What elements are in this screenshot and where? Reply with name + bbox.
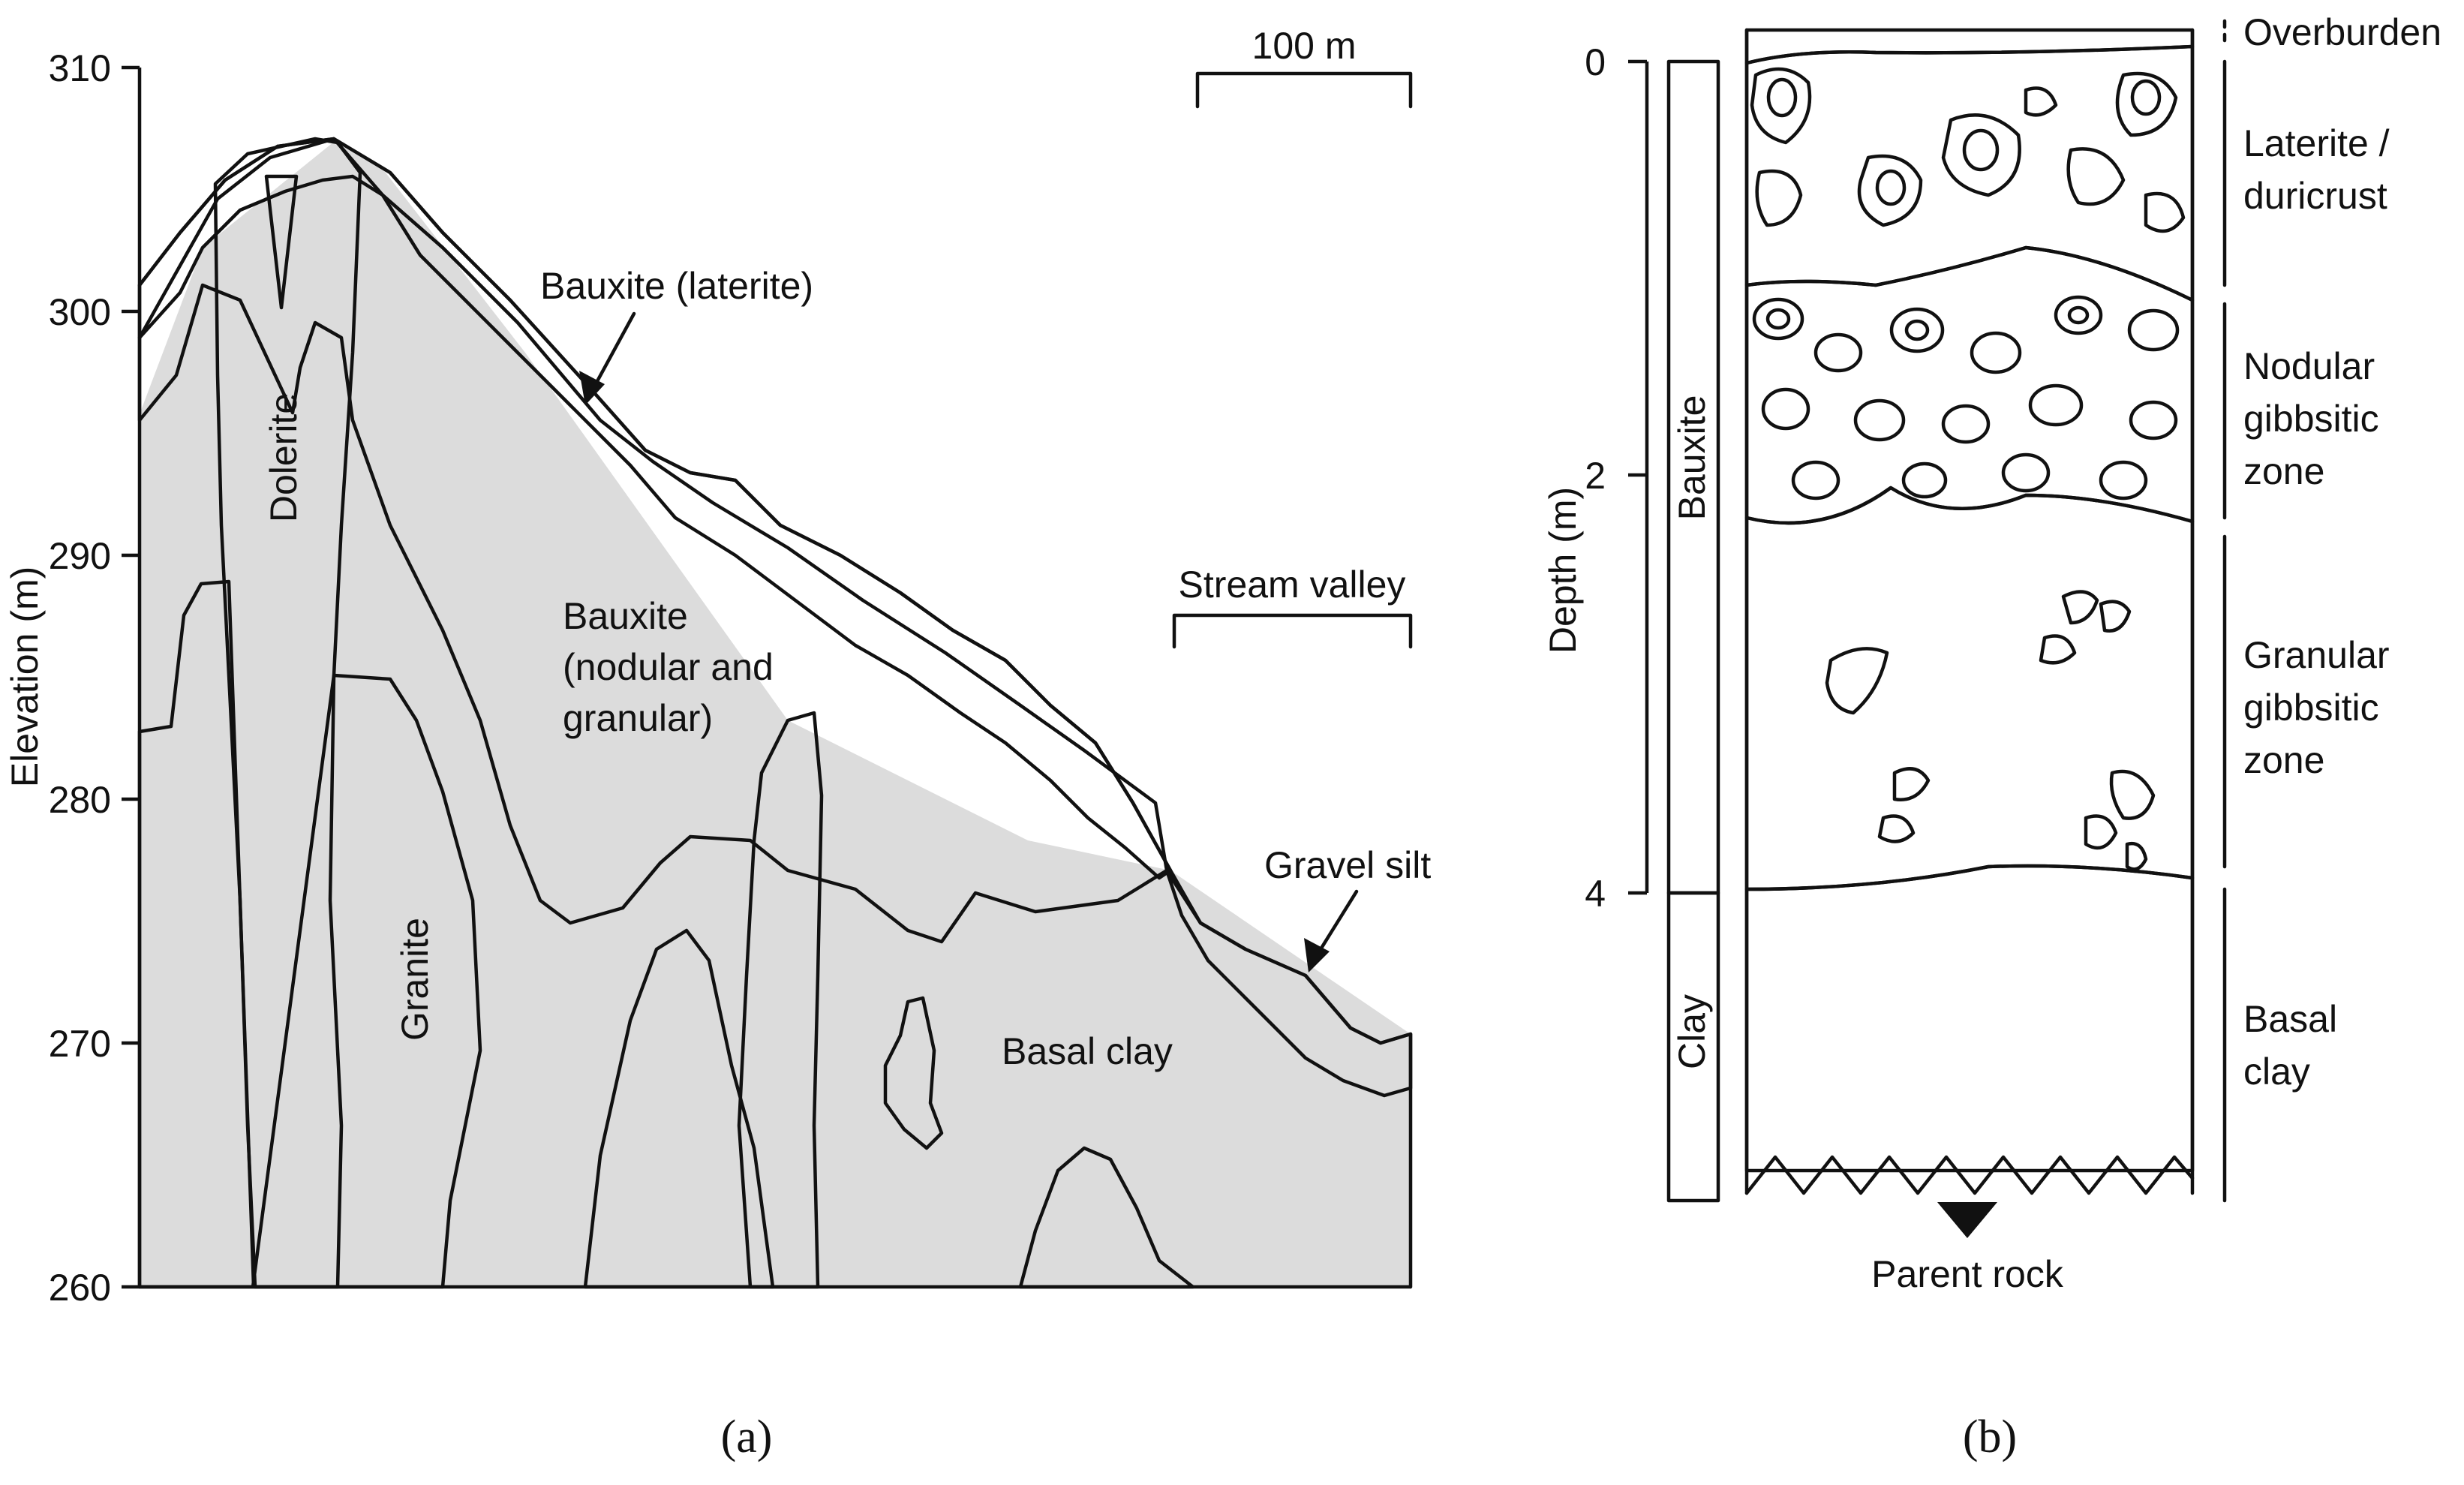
panel-b: 0 2 4 Depth (m) Bauxite Clay bbox=[1542, 11, 2441, 1462]
gravel-silt-label: Gravel silt bbox=[1264, 844, 1431, 886]
overburden-label: Overburden bbox=[2243, 11, 2441, 53]
dolerite-dyke-notch bbox=[264, 174, 299, 310]
dolerite-dyke-small bbox=[737, 711, 824, 1289]
granite-label: Granite bbox=[394, 918, 436, 1041]
bauxite-laterite-arrow bbox=[579, 311, 636, 405]
y-tick-label-310: 310 bbox=[49, 47, 111, 89]
parent-rock-edge bbox=[1744, 1155, 2195, 1195]
panel-a-tag: (a) bbox=[721, 1411, 773, 1462]
granular-zone bbox=[1744, 485, 2195, 891]
surface-profile bbox=[137, 137, 1413, 1289]
parent-rock-label: Parent rock bbox=[1871, 1253, 2064, 1295]
basal-clay-label-1: Basal bbox=[2243, 998, 2337, 1040]
bauxite-nodular-label-2: (nodular and bbox=[563, 646, 774, 688]
y-tick-label-290: 290 bbox=[49, 535, 111, 577]
granite-mound-2 bbox=[1018, 1146, 1195, 1289]
dolerite-dyke-main bbox=[213, 137, 362, 1289]
bauxite-laterite-label: Bauxite (laterite) bbox=[540, 265, 813, 307]
granite-mound-1 bbox=[583, 928, 775, 1289]
granular-label-1: Granular bbox=[2243, 634, 2390, 676]
y-ticks-a bbox=[122, 65, 140, 1289]
y-tick-label-270: 270 bbox=[49, 1023, 111, 1065]
laterite-clasts bbox=[1750, 67, 2186, 233]
granular-label-3: zone bbox=[2243, 739, 2324, 781]
clay-lens bbox=[883, 996, 944, 1150]
basal-clay-label-2: clay bbox=[2243, 1051, 2310, 1093]
clay-unit-box bbox=[1666, 891, 1720, 1203]
dolerite-label: Dolerite bbox=[263, 393, 305, 522]
bauxite-nodular-region bbox=[137, 137, 1169, 944]
basal-clay-zone bbox=[1744, 864, 2195, 1173]
basal-clay-label: Basal clay bbox=[1002, 1030, 1173, 1072]
panel-b-tag: (b) bbox=[1963, 1411, 2017, 1462]
bauxite-nodular-label-1: Bauxite bbox=[563, 595, 688, 637]
y-tick-label-260: 260 bbox=[49, 1267, 111, 1309]
overburden-layer bbox=[1744, 28, 2195, 65]
granular-blebs bbox=[1825, 590, 2156, 871]
bauxite-nodular-label-3: granular) bbox=[563, 697, 713, 739]
nodular-label-2: gibbsitic bbox=[2243, 398, 2379, 440]
stream-valley-bracket: Stream valley bbox=[1172, 564, 1413, 649]
gravel-silt-arrow bbox=[1304, 889, 1359, 972]
basal-clay-region bbox=[140, 139, 1411, 1287]
clay-unit-label: Clay bbox=[1671, 994, 1713, 1069]
y-axis-label-a: Elevation (m) bbox=[4, 567, 46, 788]
bauxite-unit-label: Bauxite bbox=[1671, 395, 1713, 521]
depth-tick-2: 2 bbox=[1585, 455, 1606, 497]
gibbsitic-nodules bbox=[1752, 295, 2180, 501]
y-tick-label-300: 300 bbox=[49, 291, 111, 333]
laterite-label-2: duricrust bbox=[2243, 175, 2387, 217]
nodular-label-3: zone bbox=[2243, 450, 2324, 492]
laterite-label-1: Laterite / bbox=[2243, 122, 2390, 164]
nodular-label-1: Nodular bbox=[2243, 345, 2375, 387]
depth-tick-0: 0 bbox=[1585, 41, 1606, 83]
parent-rock-triangle-icon bbox=[1937, 1202, 1997, 1238]
y-tick-label-280: 280 bbox=[49, 779, 111, 821]
nodular-zone bbox=[1744, 245, 2195, 525]
panel-a: 310 300 290 280 270 260 Elevation (m) 10… bbox=[4, 25, 1431, 1462]
y-axis-label-b: Depth (m) bbox=[1542, 487, 1584, 654]
scale-bar: 100 m bbox=[1195, 25, 1413, 109]
stream-valley-label: Stream valley bbox=[1179, 564, 1406, 606]
granular-label-2: gibbsitic bbox=[2243, 687, 2379, 729]
depth-tick-4: 4 bbox=[1585, 873, 1606, 915]
scale-bar-label: 100 m bbox=[1252, 25, 1357, 67]
